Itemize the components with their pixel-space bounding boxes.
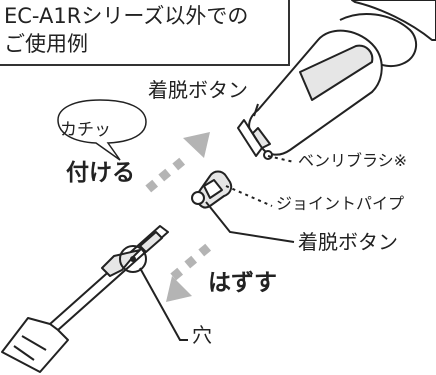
attach-label: 付ける	[66, 160, 135, 186]
remove-label: はずす	[208, 270, 277, 296]
click-sound-label: カチッ	[60, 120, 111, 140]
detach-button-label-top: 着脱ボタン	[148, 78, 248, 102]
brush-attachment	[237, 0, 436, 160]
title-line-1: EC-A1Rシリーズ以外での	[4, 4, 249, 28]
extension-pipe	[1, 225, 169, 373]
speech-bubble	[57, 99, 147, 161]
hole-label: 穴	[192, 323, 212, 347]
attach-arrow	[145, 132, 210, 193]
hand-illustration	[351, 0, 436, 41]
hole-marker-circle	[119, 245, 147, 273]
detach-button-label-bottom: 着脱ボタン	[298, 230, 398, 254]
leader-lines	[139, 103, 295, 341]
joint-pipe-part	[191, 170, 233, 209]
brush-label: ベンリブラシ※	[298, 151, 408, 170]
title-line-2: ご使用例	[4, 32, 88, 56]
remove-arrow	[166, 243, 212, 302]
joint-pipe-label: ジョイントパイプ	[276, 194, 405, 213]
title-box	[0, 0, 290, 66]
